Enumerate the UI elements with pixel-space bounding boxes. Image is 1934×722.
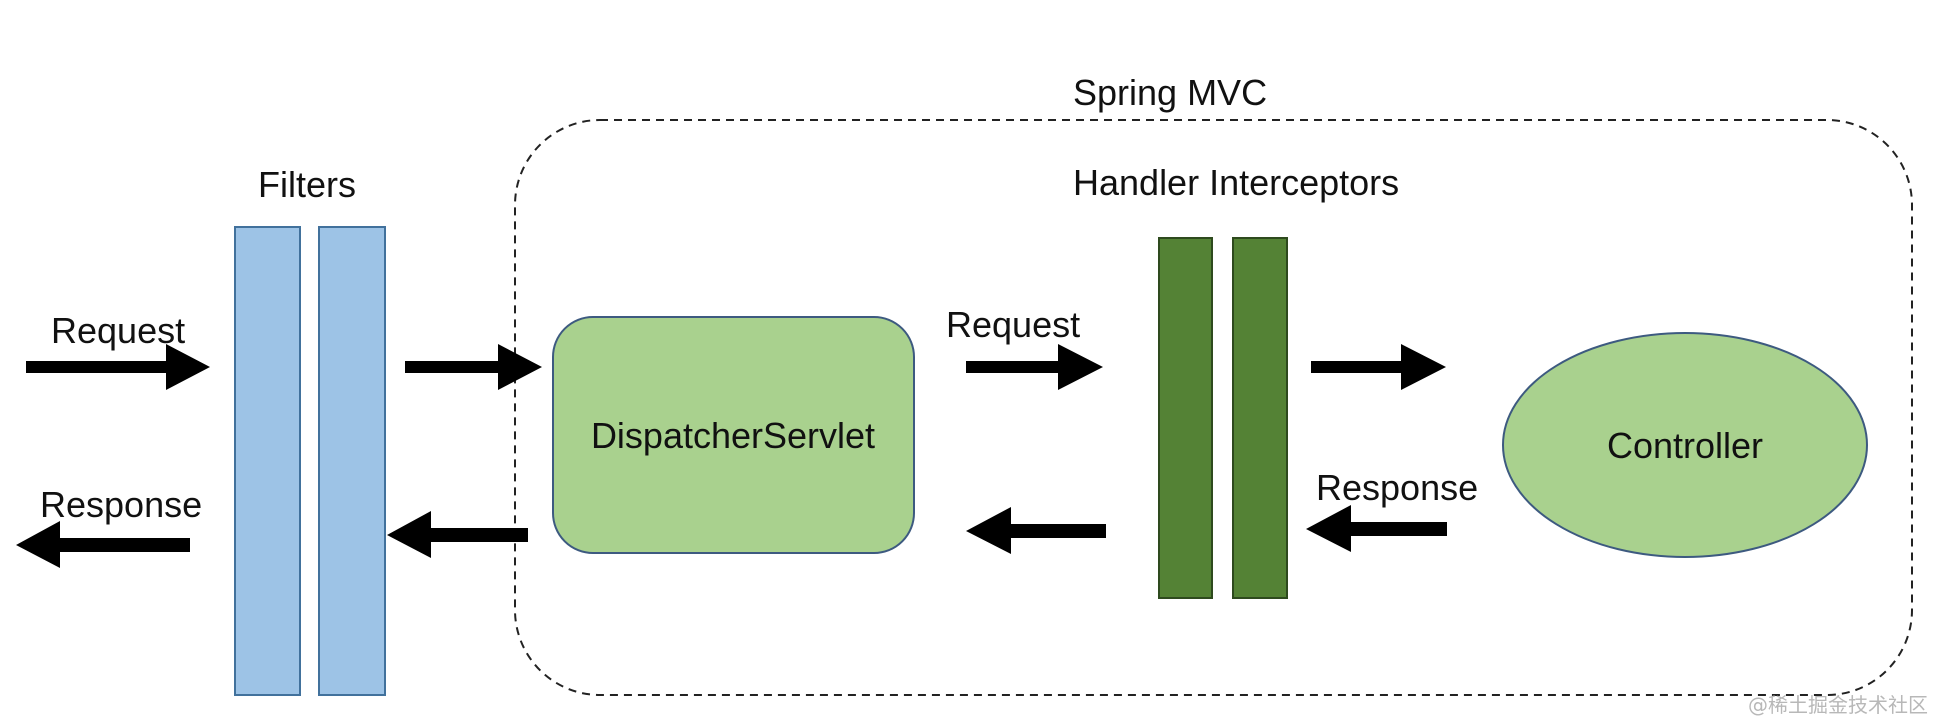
request-in-arrow [26,344,210,390]
request-mid-label: Request [946,304,1080,345]
spring-mvc-title: Spring MVC [1073,72,1267,113]
filters-label: Filters [258,164,356,205]
filter-bar-1 [234,226,301,696]
response-out-arrow [16,521,190,568]
response-mid-label: Response [1316,467,1478,508]
interceptor-to-servlet-arrow [966,507,1106,554]
interceptor-bar-2 [1232,237,1288,599]
handler-interceptors-label: Handler Interceptors [1073,162,1399,203]
spring-mvc-boundary [514,119,1913,696]
filter-bar-2 [318,226,386,696]
servlet-to-filter-arrow [387,511,528,558]
controller-ellipse [1502,332,1868,558]
controller-label: Controller [1607,425,1763,466]
servlet-to-interceptor-arrow [966,344,1103,390]
response-out-label: Response [40,484,202,525]
dispatcher-servlet-label: DispatcherServlet [591,415,875,456]
request-in-label: Request [51,310,185,351]
interceptor-to-controller-arrow [1311,344,1446,390]
filter-to-servlet-arrow [405,344,542,390]
interceptor-bar-1 [1158,237,1213,599]
controller-to-interceptor-arrow [1306,505,1447,552]
dispatcher-servlet-box [552,316,915,554]
watermark: @稀土掘金技术社区 [1748,693,1928,717]
